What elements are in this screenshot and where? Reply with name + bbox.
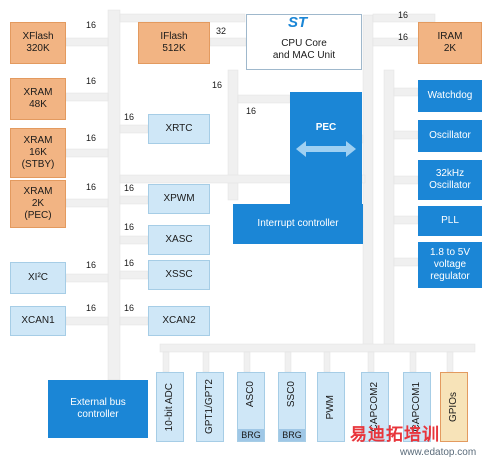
watermark-title: 易迪拓培训: [350, 425, 440, 444]
width-xram2: 16: [86, 182, 97, 192]
width-cpu-down: 16: [246, 106, 257, 116]
width-xcan1: 16: [86, 303, 97, 313]
asc0-brg-label: BRG: [238, 429, 264, 441]
xram-48k-block: XRAM 48K: [10, 78, 66, 120]
adc-block: 10-bit ADC: [156, 372, 184, 442]
width-iflash: 32: [216, 26, 227, 36]
oscillator-32khz-block: 32kHz Oscillator: [418, 160, 482, 200]
capcom2-block: CAPCOM2: [361, 372, 389, 442]
xcan1-block: XCAN1: [10, 306, 66, 336]
width-xram48: 16: [86, 76, 97, 86]
gpios-label: GPIOs: [448, 391, 459, 422]
external-bus: [107, 9, 121, 381]
system-bus-right2: [383, 69, 395, 346]
width-iram-bottom: 16: [398, 32, 409, 42]
peripheral-bus: [159, 343, 476, 353]
ssc0-brg-label: BRG: [279, 429, 305, 441]
capcom1-block: CAPCOM1: [403, 372, 431, 442]
width-iram-top: 16: [398, 10, 409, 20]
xasc-block: XASC: [148, 225, 210, 255]
iflash-block: IFlash 512K: [138, 22, 210, 64]
width-xram16: 16: [86, 133, 97, 143]
xpwm-block: XPWM: [148, 184, 210, 214]
xcan2-block: XCAN2: [148, 306, 210, 336]
gpios-block: GPIOs: [440, 372, 468, 442]
gpt-block: GPT1/GPT2: [196, 372, 224, 442]
width-cpu-left: 16: [212, 80, 223, 90]
watchdog-block: Watchdog: [418, 80, 482, 112]
adc-label: 10-bit ADC: [164, 382, 175, 432]
xssc-block: XSSC: [148, 260, 210, 290]
watermark-url: www.edatop.com: [400, 447, 477, 458]
pwm-label: PWM: [325, 394, 336, 420]
xram-2k-block: XRAM 2K (PEC): [10, 180, 66, 228]
interrupt-controller-block: Interrupt controller: [233, 204, 363, 244]
st-logo: ST: [288, 14, 308, 31]
cpu-bus-left: [227, 69, 239, 201]
pwm-block: PWM: [317, 372, 345, 442]
voltage-regulator-block: 1.8 to 5V voltage regulator: [418, 242, 482, 288]
pec-block: PEC: [290, 92, 362, 204]
cpu-core-block: CPU Core and MAC Unit: [246, 14, 362, 70]
oscillator-block: Oscillator: [418, 120, 482, 152]
pll-block: PLL: [418, 206, 482, 236]
gpt-label: GPT1/GPT2: [204, 379, 215, 435]
xi2c-block: XI²C: [10, 262, 66, 294]
width-xi2c: 16: [86, 260, 97, 270]
asc0-label: ASC0: [245, 381, 256, 408]
width-xssc: 16: [124, 258, 135, 268]
ssc0-label: SSC0: [286, 381, 297, 408]
xflash-block: XFlash 320K: [10, 22, 66, 64]
width-xflash: 16: [86, 20, 97, 30]
iram-block: IRAM 2K: [418, 22, 482, 64]
xram-16k-block: XRAM 16K (STBY): [10, 128, 66, 178]
width-xrtc: 16: [124, 112, 135, 122]
width-xpwm: 16: [124, 183, 135, 193]
width-xcan2: 16: [124, 303, 135, 313]
width-xasc: 16: [124, 222, 135, 232]
xrtc-block: XRTC: [148, 114, 210, 144]
external-bus-controller-block: External bus controller: [48, 380, 148, 438]
